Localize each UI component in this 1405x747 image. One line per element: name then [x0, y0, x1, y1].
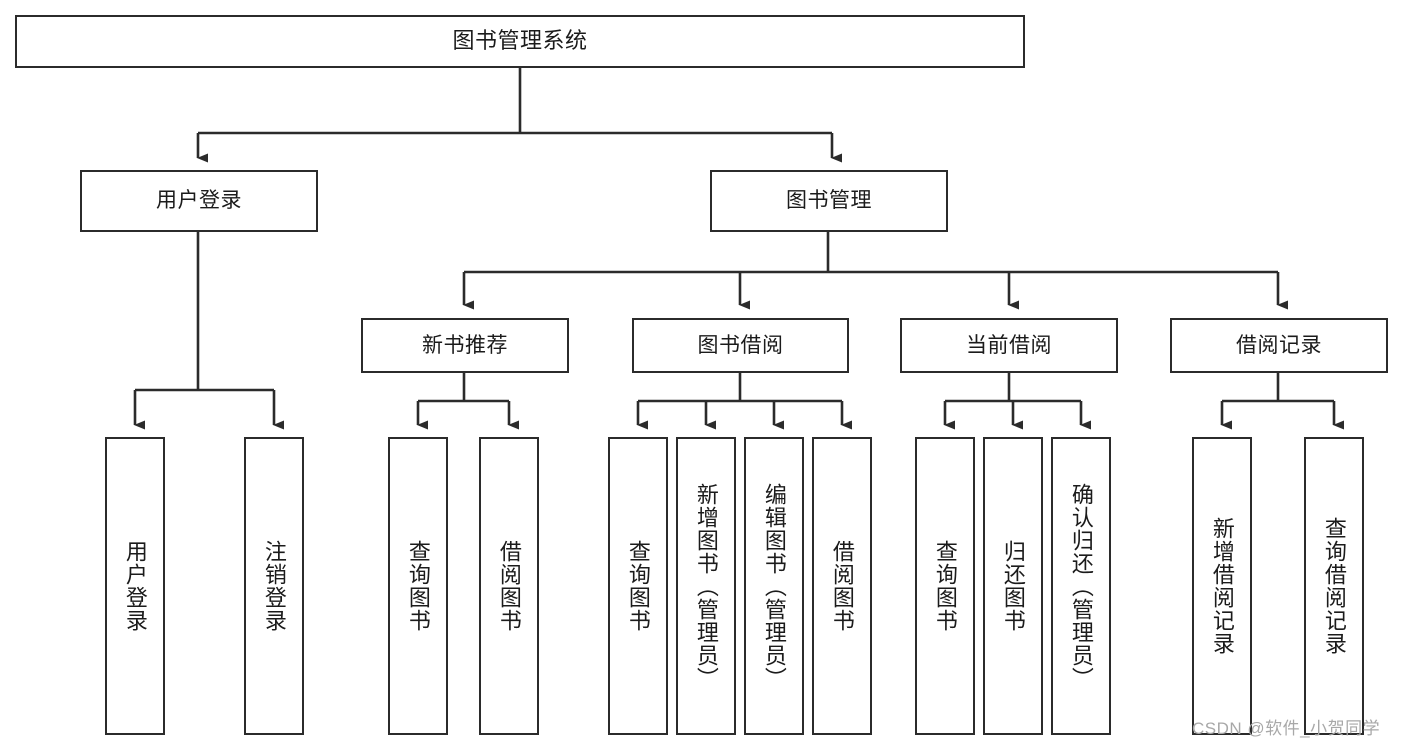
- node-label: 新增图书（管理员）: [693, 482, 719, 690]
- node-label: 用户登录: [122, 540, 148, 632]
- leaf-add-borrow-record[interactable]: 新增借阅记录: [1192, 437, 1252, 735]
- node-user-login[interactable]: 用户登录: [80, 170, 318, 232]
- node-new-book-recommendation[interactable]: 新书推荐: [361, 318, 569, 373]
- leaf-borrow-book[interactable]: 借阅图书: [812, 437, 872, 735]
- node-current-borrowing[interactable]: 当前借阅: [900, 318, 1118, 373]
- node-label: 确认归还（管理员）: [1068, 482, 1094, 690]
- csdn-watermark: CSDN @软件_小贺同学: [1192, 719, 1381, 738]
- leaf-query-book-borrow[interactable]: 查询图书: [608, 437, 668, 735]
- node-label: 图书借阅: [697, 333, 784, 357]
- leaf-borrow-book-new-rec[interactable]: 借阅图书: [479, 437, 539, 735]
- node-book-management[interactable]: 图书管理: [710, 170, 948, 232]
- leaf-query-borrow-record[interactable]: 查询借阅记录: [1304, 437, 1364, 735]
- node-book-borrowing[interactable]: 图书借阅: [632, 318, 849, 373]
- node-label: 归还图书: [1000, 540, 1026, 632]
- node-label: 查询借阅记录: [1321, 517, 1347, 655]
- node-label: 借阅记录: [1236, 333, 1322, 357]
- node-label: 注销登录: [261, 540, 287, 632]
- node-label: 图书管理: [786, 189, 872, 213]
- node-label: 图书管理系统: [452, 28, 588, 54]
- leaf-logout[interactable]: 注销登录: [244, 437, 304, 735]
- node-label: 查询图书: [625, 540, 651, 632]
- leaf-return-book[interactable]: 归还图书: [983, 437, 1043, 735]
- node-label: 查询图书: [932, 540, 958, 632]
- node-label: 用户登录: [156, 189, 242, 213]
- node-label: 借阅图书: [496, 540, 522, 632]
- node-label: 查询图书: [405, 540, 431, 632]
- node-label: 新增借阅记录: [1209, 517, 1235, 655]
- leaf-user-login[interactable]: 用户登录: [105, 437, 165, 735]
- leaf-confirm-return-admin[interactable]: 确认归还（管理员）: [1051, 437, 1111, 735]
- node-label: 当前借阅: [966, 333, 1052, 357]
- leaf-add-book-admin[interactable]: 新增图书（管理员）: [676, 437, 736, 735]
- node-book-management-system[interactable]: 图书管理系统: [15, 15, 1025, 68]
- leaf-edit-book-admin[interactable]: 编辑图书（管理员）: [744, 437, 804, 735]
- node-borrowing-records[interactable]: 借阅记录: [1170, 318, 1388, 373]
- leaf-query-book-current[interactable]: 查询图书: [915, 437, 975, 735]
- node-label: 借阅图书: [829, 540, 855, 632]
- node-label: 新书推荐: [422, 333, 508, 357]
- node-label: 编辑图书（管理员）: [761, 482, 787, 690]
- leaf-query-book-new-rec[interactable]: 查询图书: [388, 437, 448, 735]
